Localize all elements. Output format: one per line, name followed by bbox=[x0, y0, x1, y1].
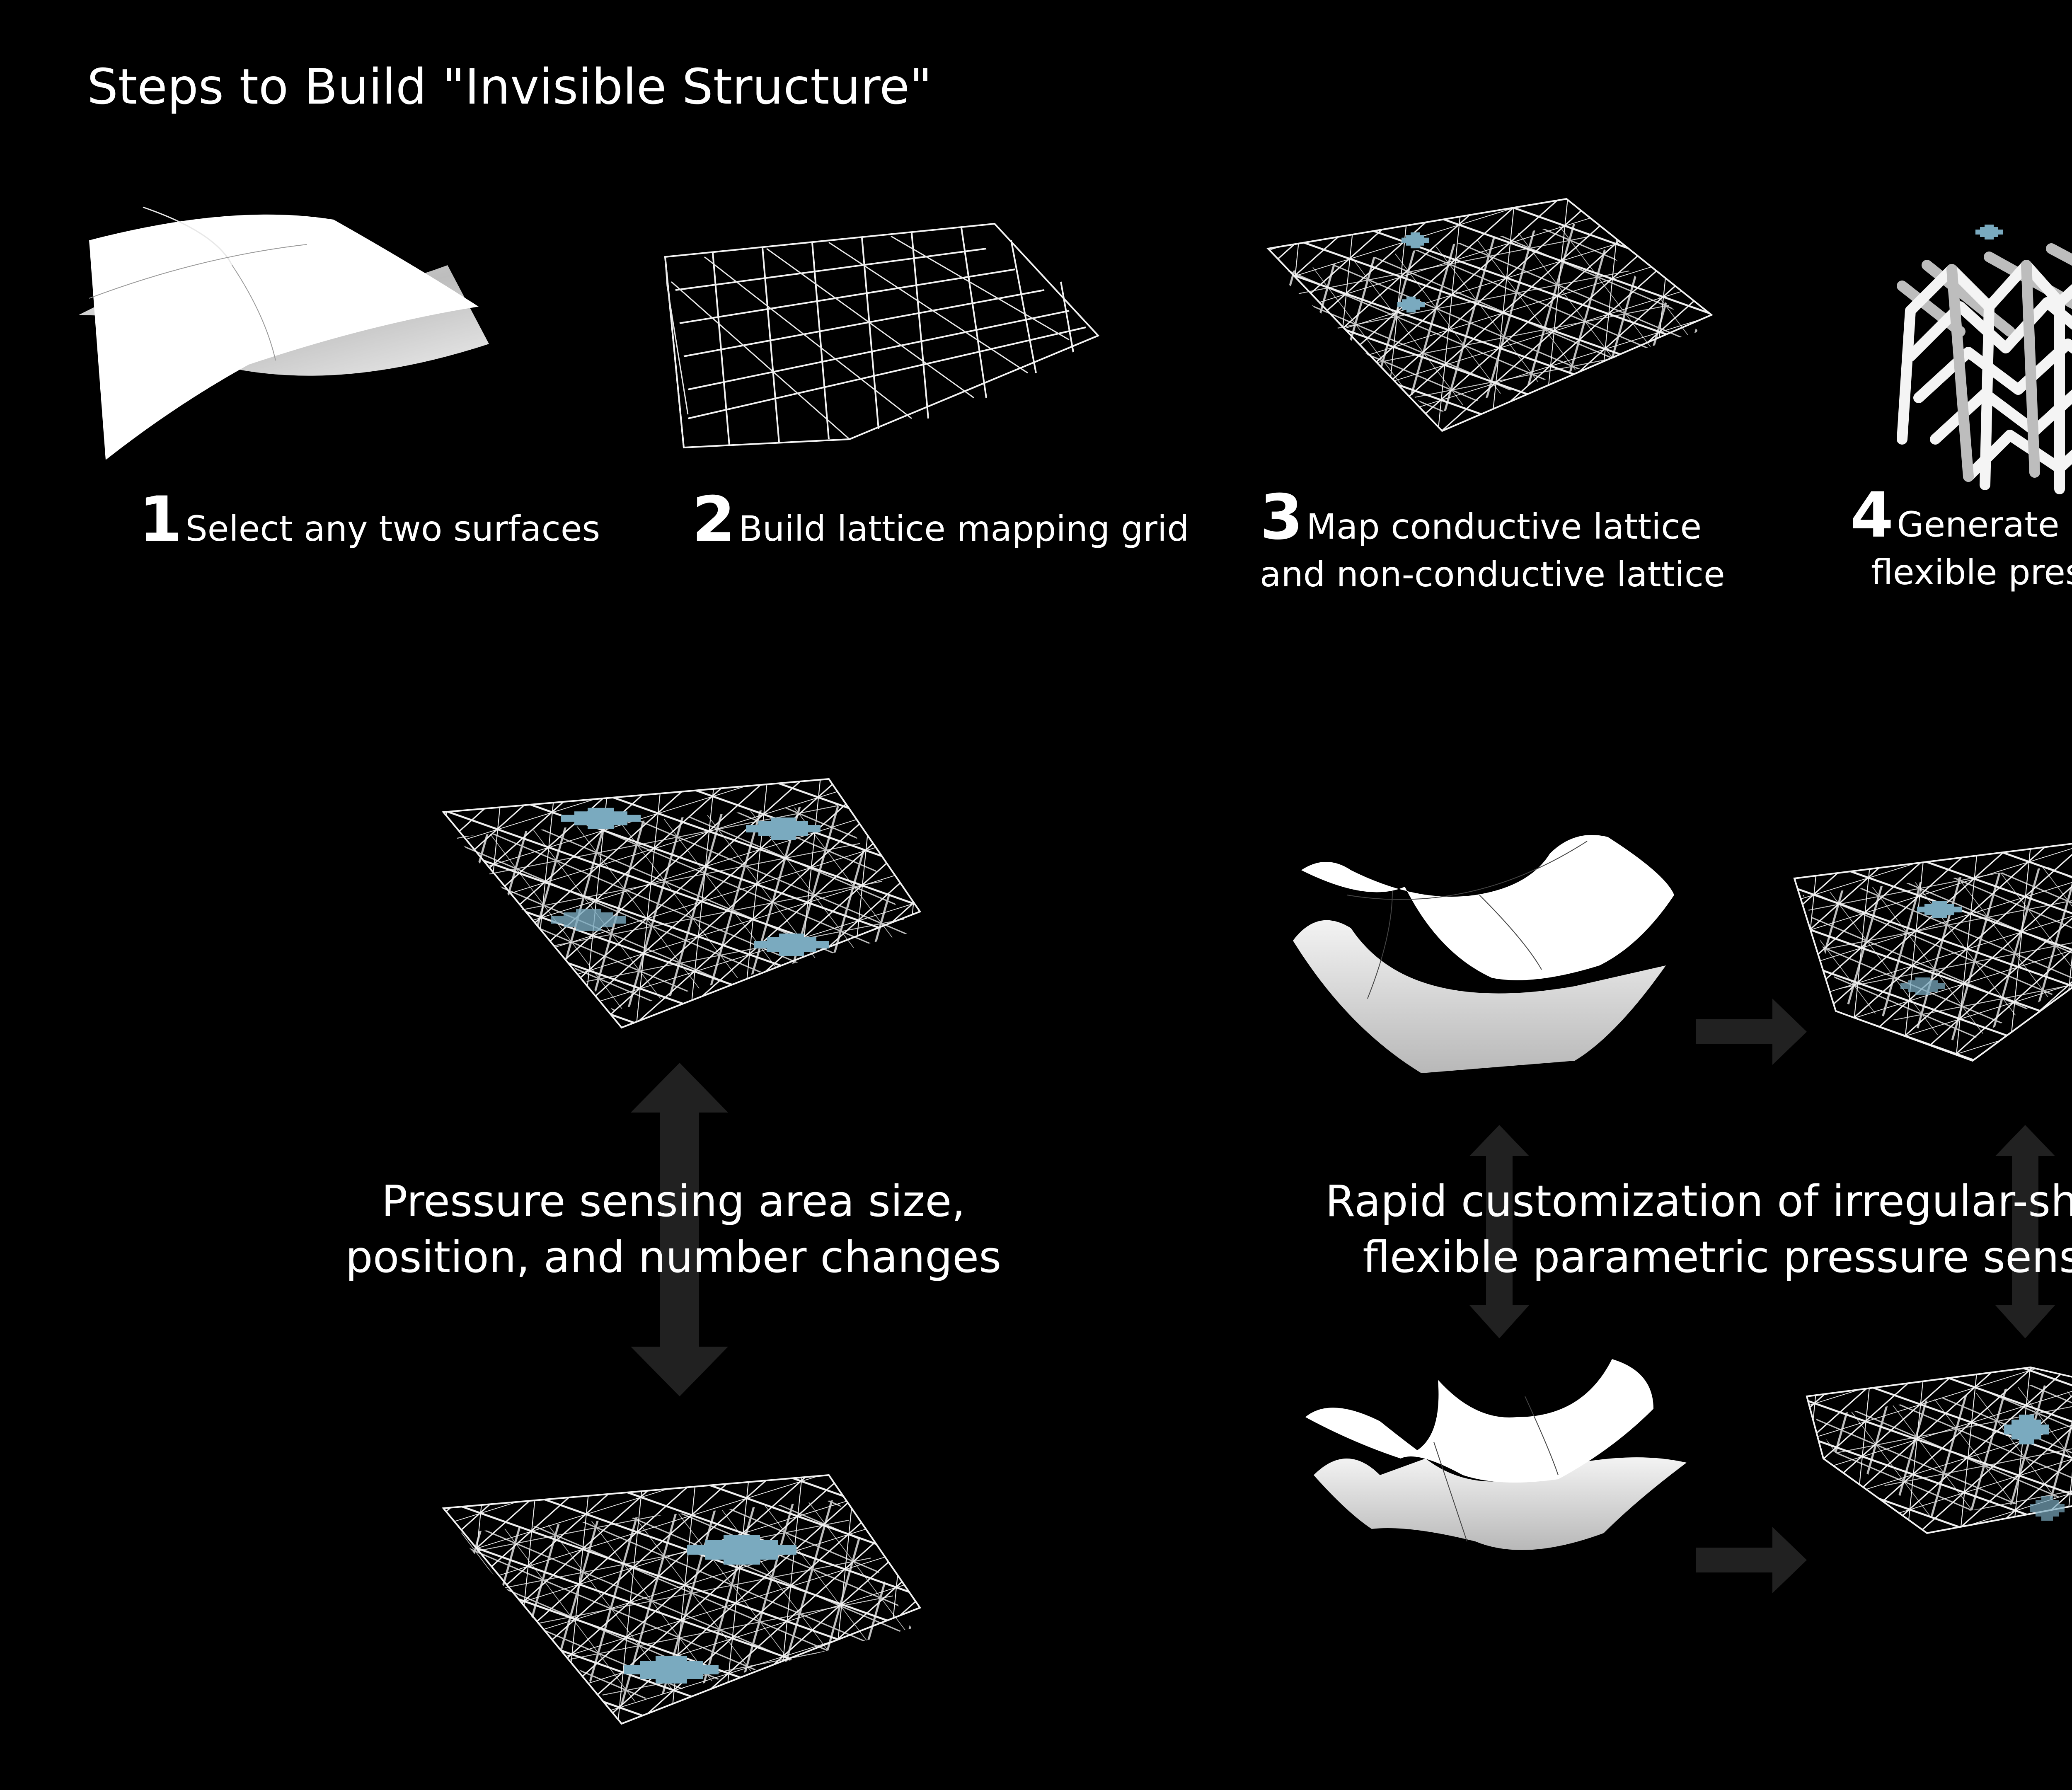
twisted-lattice-sensor bbox=[1806, 1366, 2072, 1534]
variant-right-caption-line2: flexible parametric pressure sensors bbox=[1363, 1232, 2072, 1282]
step-4-label-line2: flexible pressure sensor bbox=[1871, 552, 2072, 593]
variant-right-caption-line1: Rapid customization of irregular-shaped bbox=[1325, 1176, 2072, 1226]
variant-left-caption-line2: position, and number changes bbox=[346, 1232, 1002, 1282]
step-2-label: Build lattice mapping grid bbox=[738, 508, 1189, 549]
step-1-label: Select any two surfaces bbox=[185, 508, 600, 549]
step-3: 3Map conductive lattice bbox=[1260, 481, 1702, 554]
step-3-number: 3 bbox=[1260, 481, 1303, 554]
step-2-graphic-wireframe-grid bbox=[664, 223, 1100, 449]
twisted-surface-pair bbox=[1305, 1359, 1687, 1550]
step-2: 2Build lattice mapping grid bbox=[692, 484, 1189, 556]
arrow-right-2 bbox=[1696, 1527, 1807, 1593]
conductive-patch bbox=[1975, 225, 2003, 239]
step-2-number: 2 bbox=[692, 484, 735, 556]
step-4-number: 4 bbox=[1850, 479, 1893, 552]
step-1-graphic-two-surfaces bbox=[79, 206, 489, 460]
step-4-label-line1: Generate parametric bbox=[1897, 504, 2072, 545]
step-1-number: 1 bbox=[139, 484, 182, 556]
double-arrow-vertical-left bbox=[1469, 1125, 1529, 1338]
saddle-surface-pair bbox=[1293, 835, 1674, 1073]
step-3-label-line2: and non-conductive lattice bbox=[1260, 554, 1725, 595]
page-title: Steps to Build "Invisible Structure" bbox=[87, 58, 932, 115]
step-1: 1Select any two surfaces bbox=[139, 484, 600, 556]
step-3-label-line1: Map conductive lattice bbox=[1306, 506, 1702, 547]
step-4-graphic-tube-lattice bbox=[1897, 225, 2072, 494]
double-arrow-vertical bbox=[631, 1063, 728, 1396]
step-3-graphic-conductive-lattice bbox=[1266, 198, 1713, 432]
step-4: 4Generate parametric bbox=[1850, 479, 2072, 552]
saddle-lattice-sensor bbox=[1793, 843, 2072, 1062]
variant-left-top-lattice bbox=[442, 778, 922, 1029]
variant-left-caption-line1: Pressure sensing area size, bbox=[382, 1176, 966, 1226]
variant-left-bottom-lattice bbox=[442, 1474, 922, 1725]
arrow-right-1 bbox=[1696, 999, 1807, 1065]
double-arrow-vertical-right bbox=[1995, 1125, 2055, 1338]
